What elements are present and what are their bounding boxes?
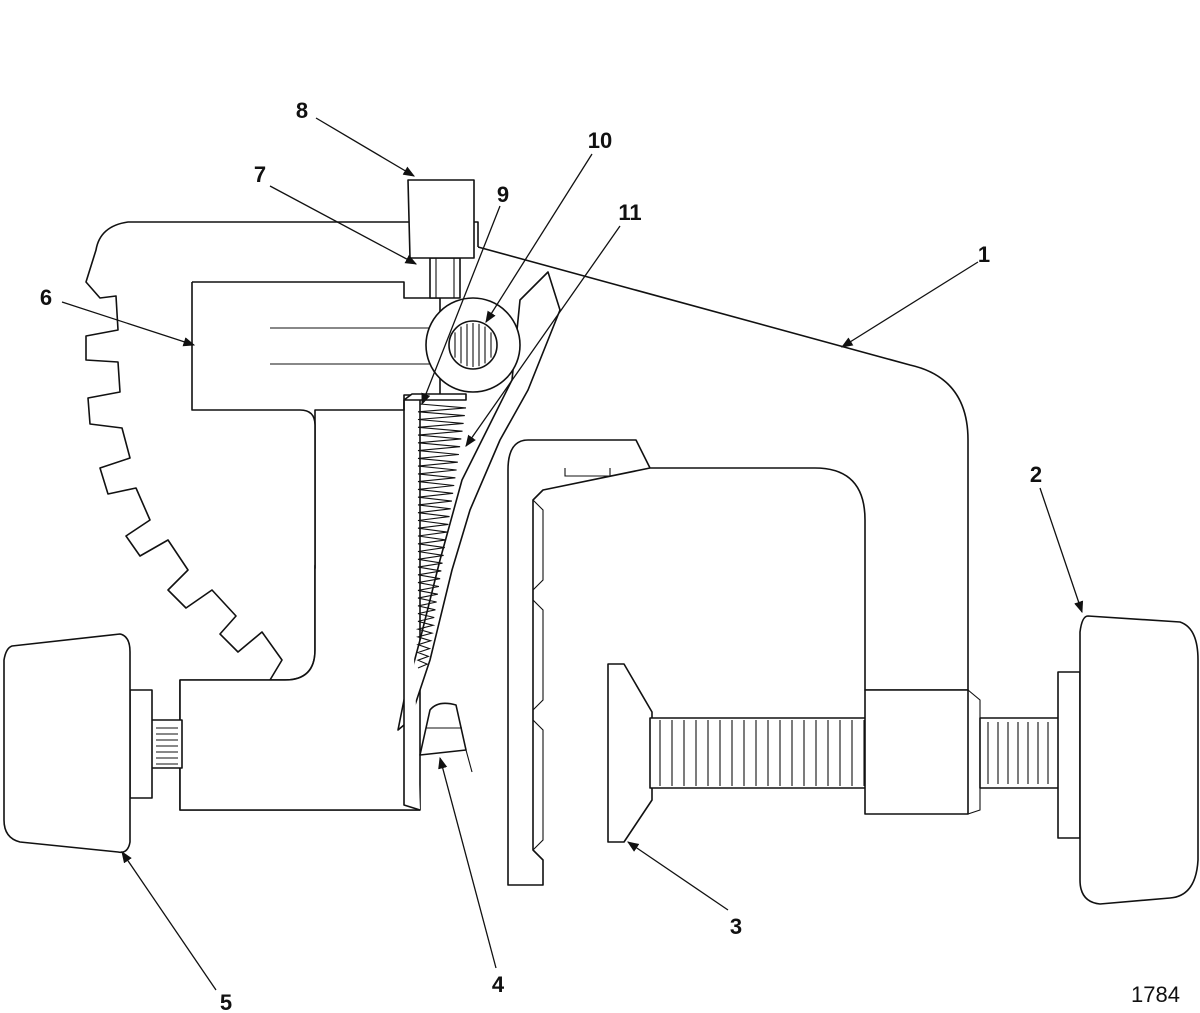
leader-10 xyxy=(485,153,593,323)
spring-coil xyxy=(415,403,467,669)
leader-1 xyxy=(841,261,979,348)
frame-nut xyxy=(864,689,981,815)
callout-10: 10 xyxy=(588,128,612,153)
leader-3 xyxy=(627,841,729,911)
callout-6: 6 xyxy=(40,285,52,310)
plunger-housing xyxy=(403,393,467,811)
set-screw xyxy=(429,257,461,299)
callout-5: 5 xyxy=(220,990,232,1013)
callout-9: 9 xyxy=(497,182,509,207)
screw-threads xyxy=(659,720,865,786)
left-threads xyxy=(156,727,178,765)
spring xyxy=(415,403,467,669)
callout-11: 11 xyxy=(618,200,641,225)
leader-5 xyxy=(121,851,217,991)
callout-8: 8 xyxy=(296,98,308,123)
latch-pawl xyxy=(419,702,473,773)
left-shaft xyxy=(129,689,183,799)
leader-6 xyxy=(61,301,196,347)
pin-hatch xyxy=(454,323,492,367)
leader-9 xyxy=(421,205,501,406)
clamp-pad xyxy=(607,663,653,843)
right-knob xyxy=(1079,615,1199,905)
callout-1: 1 xyxy=(978,242,990,267)
callout-4: 4 xyxy=(492,972,505,997)
leader-4 xyxy=(438,756,497,969)
threaded-screw xyxy=(649,717,867,789)
callout-2: 2 xyxy=(1030,462,1042,487)
right-threads xyxy=(987,722,1049,784)
leader-7 xyxy=(269,185,418,265)
leader-2 xyxy=(1039,487,1084,614)
leader-8 xyxy=(315,117,416,177)
callout-labels: 1 2 3 4 5 6 7 8 9 10 11 xyxy=(40,98,1042,1013)
pivot-pin xyxy=(425,297,521,393)
screw-cap xyxy=(407,179,475,259)
callout-3: 3 xyxy=(730,914,742,939)
left-knob xyxy=(3,633,131,854)
main-frame xyxy=(477,246,969,886)
right-shaft xyxy=(979,671,1081,839)
callout-7: 7 xyxy=(254,162,266,187)
leader-lines xyxy=(61,117,1084,991)
figure-number: 1784 xyxy=(1131,982,1180,1007)
leader-11 xyxy=(465,225,621,447)
